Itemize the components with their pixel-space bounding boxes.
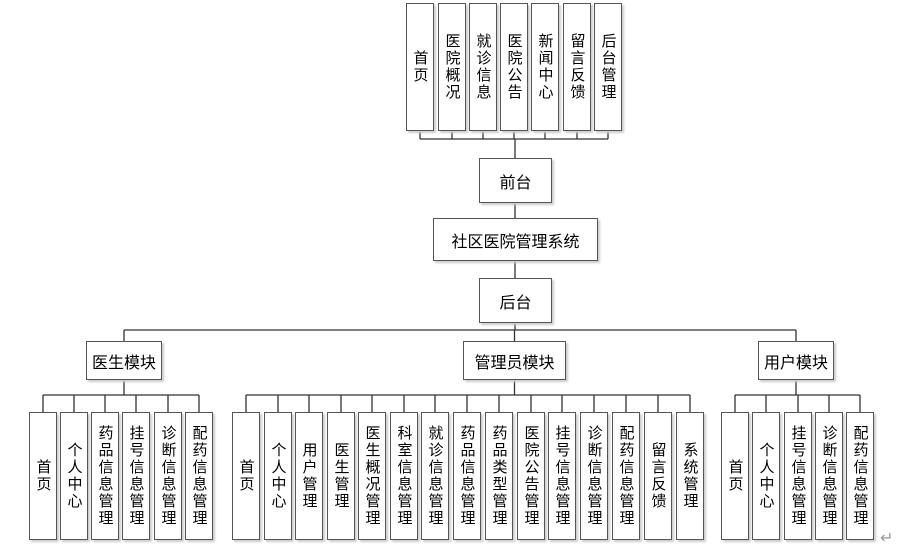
admin-module-item: 首页 <box>232 412 260 540</box>
frontend-node: 前台 <box>479 158 552 203</box>
admin-module-item: 挂号信息管理 <box>548 412 576 540</box>
system-root-node: 社区医院管理系统 <box>433 218 598 261</box>
doctor-module-item: 首页 <box>29 412 57 540</box>
frontend-item: 首页 <box>406 3 434 131</box>
user-module-item: 诊断信息管理 <box>815 412 843 540</box>
admin-module-item: 系统管理 <box>676 412 704 540</box>
doctor-module-item: 药品信息管理 <box>91 412 119 540</box>
admin-module-item: 药品类型管理 <box>485 412 513 540</box>
user-module-item: 配药信息管理 <box>846 412 874 540</box>
doctor-module-node: 医生模块 <box>86 341 162 380</box>
admin-module-node: 管理员模块 <box>463 341 566 380</box>
doctor-module-item: 配药信息管理 <box>185 412 213 540</box>
admin-module-item: 医生概况管理 <box>358 412 386 540</box>
admin-module-item: 用户管理 <box>295 412 323 540</box>
admin-module-item: 留言反馈 <box>644 412 672 540</box>
paragraph-mark-icon: ↵ <box>880 528 894 547</box>
frontend-item: 就诊信息 <box>469 3 497 131</box>
frontend-item: 后台管理 <box>594 3 622 131</box>
frontend-item: 医院概况 <box>438 3 466 131</box>
doctor-module-item: 挂号信息管理 <box>122 412 150 540</box>
admin-module-item: 医院公告管理 <box>517 412 545 540</box>
user-module-node: 用户模块 <box>758 341 834 380</box>
frontend-item: 新闻中心 <box>531 3 559 131</box>
backend-node: 后台 <box>479 278 552 323</box>
admin-module-item: 个人中心 <box>264 412 292 540</box>
user-module-item: 挂号信息管理 <box>784 412 812 540</box>
admin-module-item: 配药信息管理 <box>612 412 640 540</box>
frontend-item: 医院公告 <box>500 3 528 131</box>
doctor-module-item: 诊断信息管理 <box>154 412 182 540</box>
user-module-item: 首页 <box>721 412 749 540</box>
admin-module-item: 诊断信息管理 <box>580 412 608 540</box>
user-module-item: 个人中心 <box>752 412 780 540</box>
frontend-item: 留言反馈 <box>563 3 591 131</box>
admin-module-item: 药品信息管理 <box>453 412 481 540</box>
admin-module-item: 科室信息管理 <box>390 412 418 540</box>
doctor-module-item: 个人中心 <box>60 412 88 540</box>
admin-module-item: 医生管理 <box>327 412 355 540</box>
admin-module-item: 就诊信息管理 <box>421 412 449 540</box>
